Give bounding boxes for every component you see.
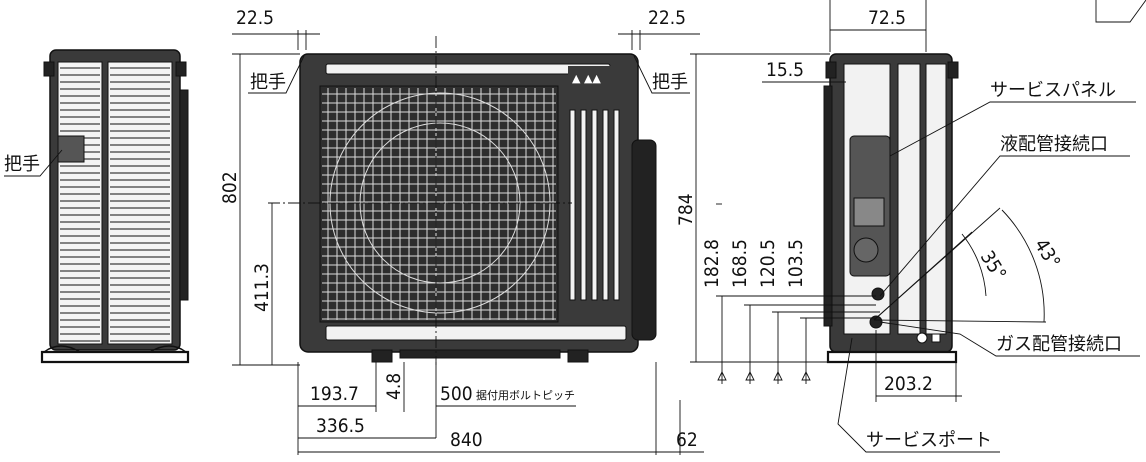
handle-label-left: 把手 xyxy=(4,154,40,175)
dim-height-411-3: 411.3 xyxy=(251,263,273,312)
dim-height-784: 784 xyxy=(675,193,697,226)
angle-35: 35° xyxy=(976,247,1011,284)
right-side-view xyxy=(823,53,959,364)
front-side-vents xyxy=(569,109,620,301)
front-dimensions: 22.5 22.5 802 411.3 193.7 4.8 500 据付用ボルト… xyxy=(219,7,704,455)
vent-slot xyxy=(613,109,620,301)
dim-168-5: 168.5 xyxy=(729,239,751,288)
fan-grille-vertical xyxy=(327,88,554,320)
front-view: ▲ ▲▲ 把手 把手 xyxy=(248,36,690,365)
label-service-panel: サービスパネル xyxy=(990,80,1116,101)
dim-203-2: 203.2 xyxy=(884,373,933,395)
vent-slot xyxy=(569,109,576,301)
label-gas-pipe: ガス配管接続口 xyxy=(996,334,1122,355)
dim-bolt-pitch-500: 500 xyxy=(440,383,473,405)
dim-top-left-22-5: 22.5 xyxy=(236,7,274,29)
brand-logo: ▲ ▲▲ xyxy=(572,72,601,85)
bolt-pitch-label: 据付用ボルトピッチ xyxy=(476,388,575,402)
dim-4-8: 4.8 xyxy=(383,373,405,400)
dim-62: 62 xyxy=(676,429,698,451)
right-dimensions: 72.5 15.5 784 182.8 168.5 120.5 103.5 xyxy=(675,0,1146,402)
dim-336-5: 336.5 xyxy=(316,415,365,437)
handle-label-front-right: 把手 xyxy=(652,72,688,93)
dim-120-5: 120.5 xyxy=(757,239,779,288)
left-side-view: 把手 xyxy=(4,49,190,364)
dim-width-840: 840 xyxy=(450,429,483,451)
dim-side-15-5: 15.5 xyxy=(766,59,804,81)
vent-slot xyxy=(602,109,609,301)
left-louvers xyxy=(57,61,173,345)
dim-top-right-22-5: 22.5 xyxy=(648,7,686,29)
handle-label-front-left: 把手 xyxy=(250,72,286,93)
callouts: サービスパネル 液配管接続口 ガス配管接続口 サービスポート xyxy=(837,80,1140,453)
vertical-pipe-dims: 182.8 168.5 120.5 103.5 xyxy=(701,203,880,384)
dim-193-7: 193.7 xyxy=(310,383,359,405)
angle-43: 43° xyxy=(1030,235,1065,272)
dim-side-72-5: 72.5 xyxy=(868,7,906,29)
dim-height-802: 802 xyxy=(219,171,241,204)
left-louver-lines xyxy=(60,67,170,342)
vent-slot xyxy=(591,109,598,301)
dim-182-8: 182.8 xyxy=(701,239,723,288)
vent-slot xyxy=(580,109,587,301)
label-liquid-pipe: 液配管接続口 xyxy=(1000,134,1108,155)
dim-103-5: 103.5 xyxy=(785,239,807,288)
label-service-port: サービスポート xyxy=(866,430,992,451)
